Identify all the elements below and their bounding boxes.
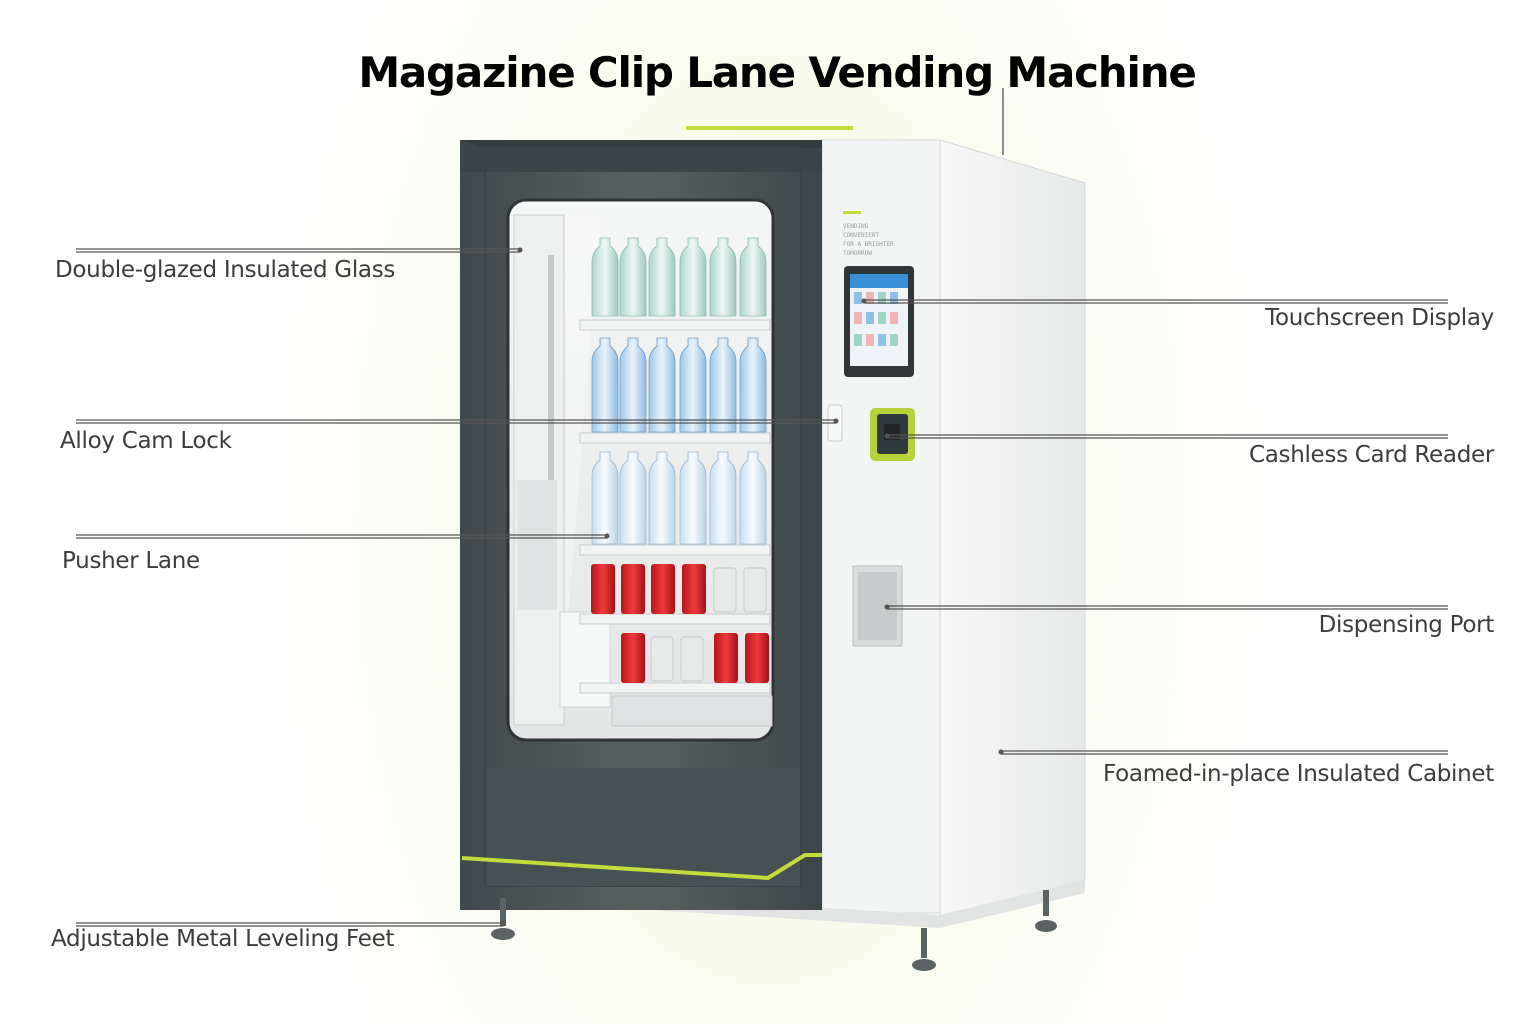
svg-text:FOR A BRIGHTER: FOR A BRIGHTER xyxy=(843,241,894,248)
leader-line-touch xyxy=(864,299,1448,304)
leader-line-feet xyxy=(76,922,503,927)
cabinet-front-panel xyxy=(821,139,941,914)
can-row-2 xyxy=(621,633,769,683)
accent-stripe xyxy=(461,853,822,881)
callout-label-feet: Adjustable Metal Leveling Feet xyxy=(51,926,395,952)
leader-lines xyxy=(76,248,1448,927)
page-title: Magazine Clip Lane Vending Machine xyxy=(358,48,1197,97)
leader-line-port xyxy=(887,605,1448,610)
title-underline xyxy=(686,126,853,130)
callout-label-card-reader: Cashless Card Reader xyxy=(1248,442,1494,468)
touchscreen-display xyxy=(844,266,914,377)
callout-label-pusher: Pusher Lane xyxy=(62,548,200,574)
can-row-1 xyxy=(591,564,767,614)
svg-text:TOMORROW: TOMORROW xyxy=(843,250,872,257)
bottle-row-2 xyxy=(591,337,767,433)
shelves xyxy=(579,319,773,727)
leveling-feet xyxy=(491,890,1057,971)
callout-label-dispensing-port: Dispensing Port xyxy=(1318,612,1495,638)
svg-text:CONVENIENT: CONVENIENT xyxy=(843,232,880,239)
bottle-row-1 xyxy=(591,237,767,317)
callout-label-touchscreen: Touchscreen Display xyxy=(1265,305,1494,331)
elevator-column xyxy=(513,214,565,726)
leader-line-glass xyxy=(76,248,520,253)
callout-label-cabinet: Foamed-in-place Insulated Cabinet xyxy=(1103,761,1494,787)
cabinet-side xyxy=(939,139,1086,926)
callout-label-lock: Alloy Cam Lock xyxy=(60,428,232,454)
cabinet-base xyxy=(460,880,1085,928)
leader-line-cabinet xyxy=(1001,750,1448,755)
leader-line-card xyxy=(887,434,1448,439)
panel-text: VENDING CONVENIENT FOR A BRIGHTER TOMORR… xyxy=(843,223,894,257)
svg-text:VENDING: VENDING xyxy=(843,223,869,230)
leader-line-lock xyxy=(76,419,836,424)
leader-line-pusher xyxy=(76,534,607,539)
callout-label-glass: Double-glazed Insulated Glass xyxy=(55,257,396,283)
bottle-row-3 xyxy=(591,451,767,545)
